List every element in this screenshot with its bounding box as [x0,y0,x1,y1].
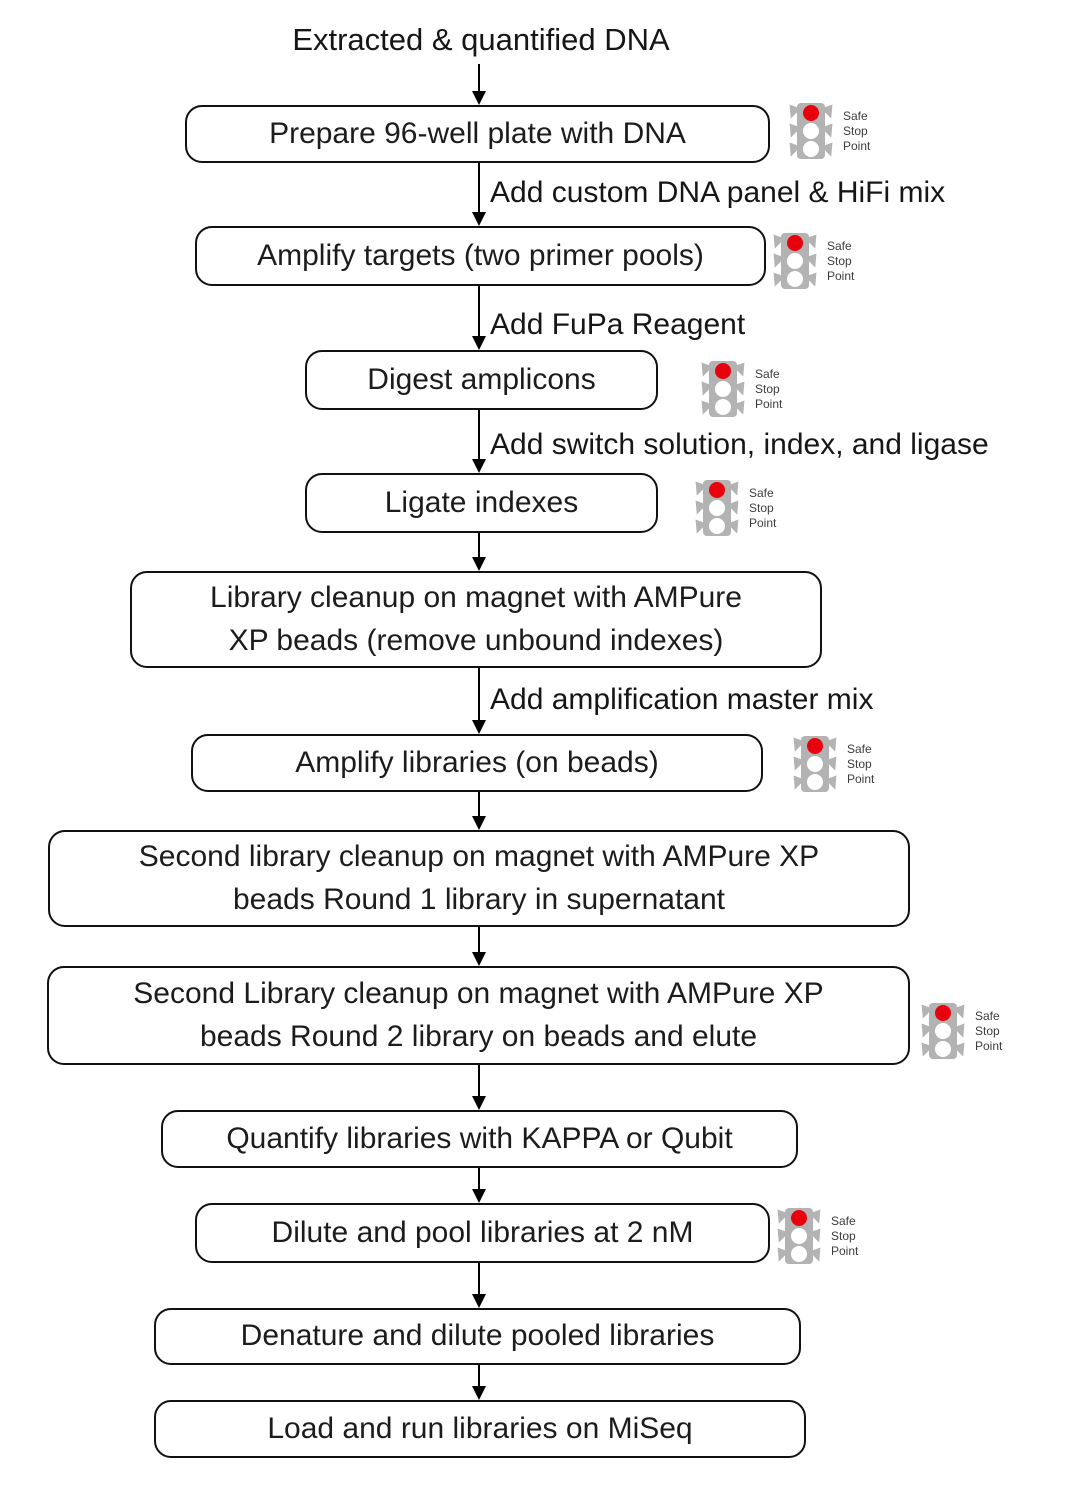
safe-stop-point-label: Safe Stop Point [847,741,875,786]
safe-stop-point-label: Safe Stop Point [755,366,783,411]
white-light [935,1041,951,1057]
safe-stop-point-label: Safe Stop Point [975,1008,1003,1053]
safe-stop-point-indicator: Safe Stop Point [786,103,870,159]
flow-node-digest-amplicons: Digest amplicons [305,350,658,410]
white-light [787,271,803,287]
white-light [935,1023,951,1039]
red-light [803,105,819,121]
safe-stop-point-indicator: Safe Stop Point [918,1003,1002,1059]
safe-stop-point-indicator: Safe Stop Point [770,233,854,289]
white-light [787,253,803,269]
safe-stop-point-indicator: Safe Stop Point [774,1208,858,1264]
white-light [791,1246,807,1262]
flow-arrow [470,792,488,830]
flow-arrow [470,927,488,966]
red-light [715,363,731,379]
traffic-light-icon [703,480,731,536]
traffic-light-icon [797,103,825,159]
red-light [791,1210,807,1226]
edge-label-add-master-mix: Add amplification master mix [490,683,874,716]
flow-arrow [470,286,488,350]
flow-node-library-cleanup: Library cleanup on magnet with AMPure XP… [130,571,822,668]
flow-node-amplify-libraries: Amplify libraries (on beads) [191,734,763,792]
white-light [715,399,731,415]
flow-node-denature-dilute: Denature and dilute pooled libraries [154,1308,801,1365]
flow-node-ligate-indexes: Ligate indexes [305,473,658,533]
safe-stop-point-label: Safe Stop Point [831,1213,859,1258]
white-light [715,381,731,397]
flow-node-dilute-pool-libraries: Dilute and pool libraries at 2 nM [195,1203,770,1263]
white-light [803,123,819,139]
red-light [787,235,803,251]
red-light [935,1005,951,1021]
safe-stop-point-indicator: Safe Stop Point [698,361,782,417]
traffic-light-icon [929,1003,957,1059]
red-light [807,738,823,754]
flow-node-prepare-plate: Prepare 96-well plate with DNA [185,105,770,163]
flow-arrow [470,1263,488,1308]
white-light [807,756,823,772]
flow-node-amplify-targets: Amplify targets (two primer pools) [195,226,766,286]
safe-stop-point-indicator: Safe Stop Point [692,480,776,536]
flow-arrow [470,668,488,734]
edge-label-add-fupa-reagent: Add FuPa Reagent [490,308,746,341]
flow-arrow [470,1168,488,1203]
flow-arrow [470,1365,488,1400]
flow-arrow [470,64,488,105]
safe-stop-point-label: Safe Stop Point [827,238,855,283]
red-light [709,482,725,498]
edge-label-add-panel-hifi-mix: Add custom DNA panel & HiFi mix [490,176,946,209]
white-light [803,141,819,157]
flow-arrow [470,1065,488,1110]
flow-start-label: Extracted & quantified DNA [292,22,670,57]
flow-node-second-cleanup-round1: Second library cleanup on magnet with AM… [48,830,910,927]
flow-node-quantify-libraries: Quantify libraries with KAPPA or Qubit [161,1110,798,1168]
flow-node-second-cleanup-round2: Second Library cleanup on magnet with AM… [47,966,910,1065]
flow-arrow [470,163,488,226]
white-light [709,500,725,516]
safe-stop-point-label: Safe Stop Point [749,485,777,530]
safe-stop-point-indicator: Safe Stop Point [790,736,874,792]
flow-arrow [470,533,488,571]
traffic-light-icon [709,361,737,417]
white-light [709,518,725,534]
flow-arrow [470,410,488,473]
edge-label-add-switch-solution: Add switch solution, index, and ligase [490,428,989,461]
traffic-light-icon [781,233,809,289]
safe-stop-point-label: Safe Stop Point [843,108,871,153]
white-light [807,774,823,790]
traffic-light-icon [801,736,829,792]
flow-node-load-run-miseq: Load and run libraries on MiSeq [154,1400,806,1458]
traffic-light-icon [785,1208,813,1264]
white-light [791,1228,807,1244]
